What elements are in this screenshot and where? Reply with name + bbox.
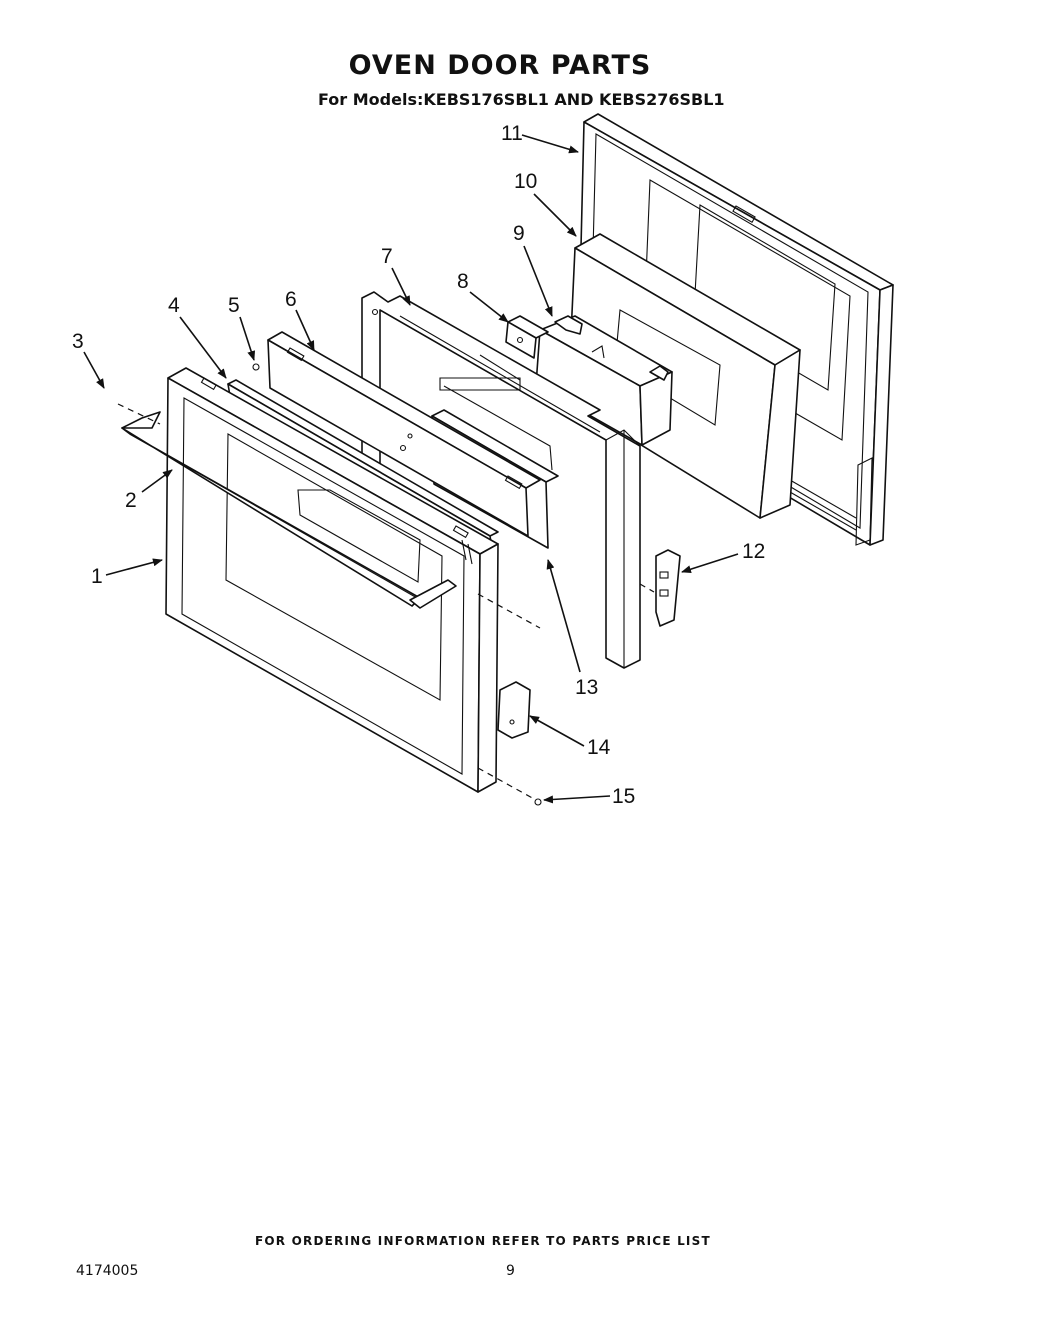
callout-5: 5 [228,294,240,317]
callout-15: 15 [612,785,635,808]
ordering-note: FOR ORDERING INFORMATION REFER TO PARTS … [255,1234,711,1248]
callout-4: 4 [168,294,180,317]
callout-8: 8 [457,270,469,293]
callout-2: 2 [125,489,137,512]
callout-12: 12 [742,540,765,563]
model-subtitle: For Models:KEBS176SBL1 AND KEBS276SBL1 [318,90,725,109]
part-9-latch-bracket [535,315,673,446]
callout-6: 6 [285,288,297,311]
part-5-screw [252,363,260,371]
part-2-handle [121,411,457,609]
callout-3: 3 [72,330,84,353]
page-number: 9 [506,1263,515,1279]
callout-14: 14 [587,736,611,759]
callout-11: 11 [501,122,523,145]
assembly-dashes [117,403,655,801]
callout-1: 1 [91,565,103,588]
document-number: 4174005 [76,1263,139,1279]
callout-9: 9 [513,222,525,245]
page-title: OVEN DOOR PARTS [348,50,652,81]
part-1-door-frame [165,367,499,793]
part-15-screw [534,798,542,806]
leader-arrows [83,134,739,804]
callout-10: 10 [514,170,537,193]
part-12-hinge-receptacle [655,549,681,627]
part-14-hinge-bracket [497,681,531,739]
callout-13: 13 [575,676,598,699]
part-8-small-bracket [505,315,549,359]
callout-7: 7 [381,245,393,268]
part-6-top-trim [267,331,541,537]
